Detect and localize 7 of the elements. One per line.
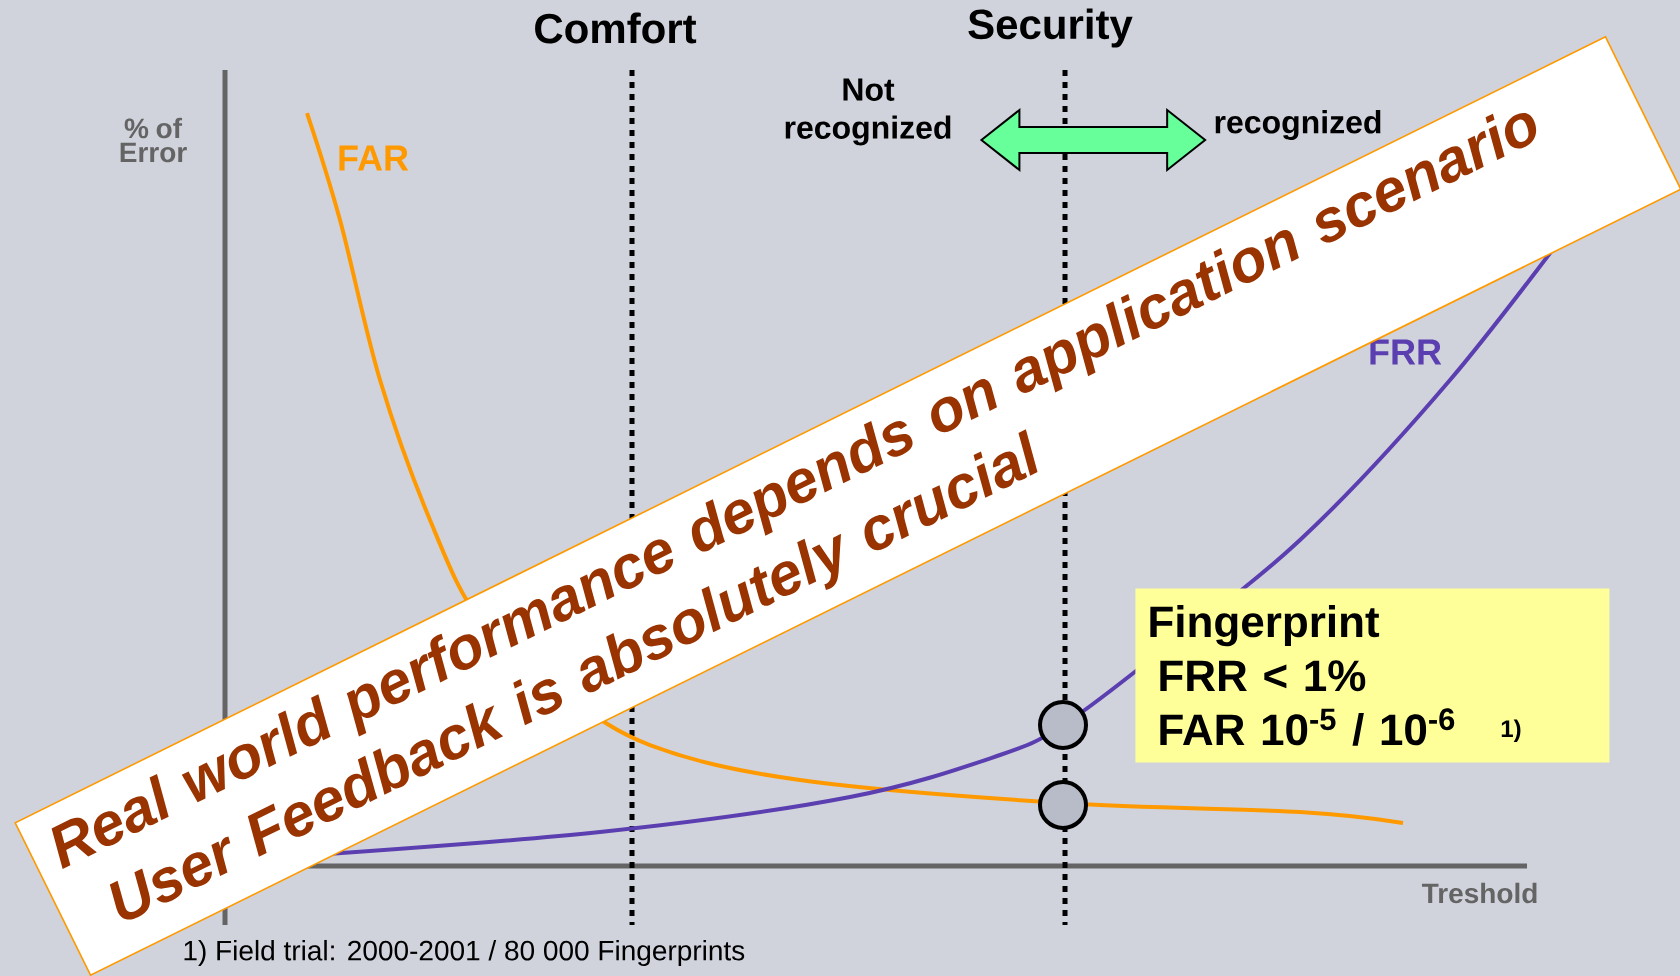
- info-box: Fingerprint FRR < 1% FAR 10$^{-5}$ / 10$^{-6}$ 1): [1135, 588, 1610, 763]
- curve-label: FRR: [1370, 339, 1442, 365]
- axis-label: Treshold: [1422, 882, 1537, 904]
- curve-label: FAR: [339, 145, 409, 171]
- axis-label: % of Error: [120, 117, 187, 163]
- text-label: Not recognized: [785, 78, 951, 146]
- footnote: 1) Field trial: 2000-2001 / 80 000 Fingerprints: [184, 939, 745, 967]
